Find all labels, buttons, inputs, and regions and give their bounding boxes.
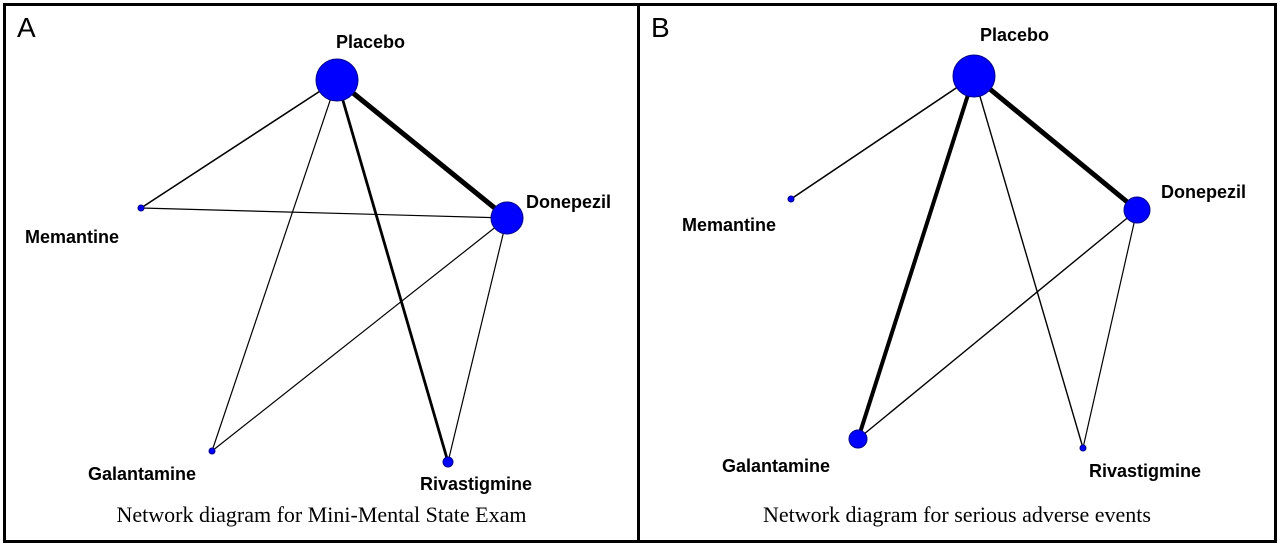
node-labels: Placebo Donepezil Memantine Galantamine …	[25, 32, 611, 494]
node-rivastigmine	[1079, 444, 1087, 452]
label-placebo: Placebo	[980, 25, 1049, 45]
node-placebo	[952, 54, 996, 98]
edge-placebo-donepezil	[335, 78, 509, 220]
edge-donepezil-rivastigmine	[447, 217, 508, 463]
label-donepezil: Donepezil	[1161, 182, 1246, 202]
node-donepezil	[1123, 196, 1151, 224]
edge-memantine-donepezil	[140, 207, 508, 219]
label-rivastigmine: Rivastigmine	[1089, 461, 1201, 481]
label-galantamine: Galantamine	[722, 456, 830, 476]
edge-placebo-memantine	[140, 79, 338, 209]
edge-placebo-memantine	[790, 75, 975, 200]
panel-b: B Placebo Donepezil Memantine	[637, 3, 1277, 543]
edge-placebo-galantamine	[856, 75, 976, 440]
panel-caption: Network diagram for Mini-Mental State Ex…	[116, 502, 527, 527]
panel-letter: A	[17, 12, 36, 43]
label-donepezil: Donepezil	[526, 192, 611, 212]
node-memantine	[137, 204, 145, 212]
edges	[790, 74, 1139, 449]
nodes	[787, 54, 1151, 452]
label-galantamine: Galantamine	[88, 464, 196, 484]
network-svg: Placebo Donepezil Memantine Galantamine …	[682, 25, 1246, 481]
edge-donepezil-rivastigmine	[1082, 209, 1138, 449]
edge-placebo-galantamine	[211, 79, 338, 452]
label-memantine: Memantine	[682, 215, 776, 235]
node-memantine	[787, 195, 795, 203]
panel-a: A Placebo Donepezil Memantin	[3, 3, 640, 543]
edges	[140, 78, 509, 463]
edge-donepezil-galantamine	[857, 209, 1138, 440]
node-labels: Placebo Donepezil Memantine Galantamine …	[682, 25, 1246, 481]
nodes	[137, 58, 524, 468]
label-memantine: Memantine	[25, 227, 119, 247]
label-placebo: Placebo	[336, 32, 405, 52]
panel-caption: Network diagram for serious adverse even…	[763, 502, 1151, 527]
edge-placebo-rivastigmine	[335, 79, 450, 463]
node-rivastigmine	[442, 456, 454, 468]
node-galantamine	[208, 447, 216, 455]
edge-placebo-donepezil	[972, 74, 1139, 212]
node-placebo	[315, 58, 359, 102]
network-svg: Placebo Donepezil Memantine Galantamine …	[25, 32, 611, 494]
edge-donepezil-galantamine	[211, 217, 508, 452]
node-donepezil	[490, 201, 524, 235]
label-rivastigmine: Rivastigmine	[420, 474, 532, 494]
panel-letter: B	[651, 12, 670, 43]
edge-placebo-rivastigmine	[973, 75, 1084, 449]
node-galantamine	[848, 429, 868, 449]
